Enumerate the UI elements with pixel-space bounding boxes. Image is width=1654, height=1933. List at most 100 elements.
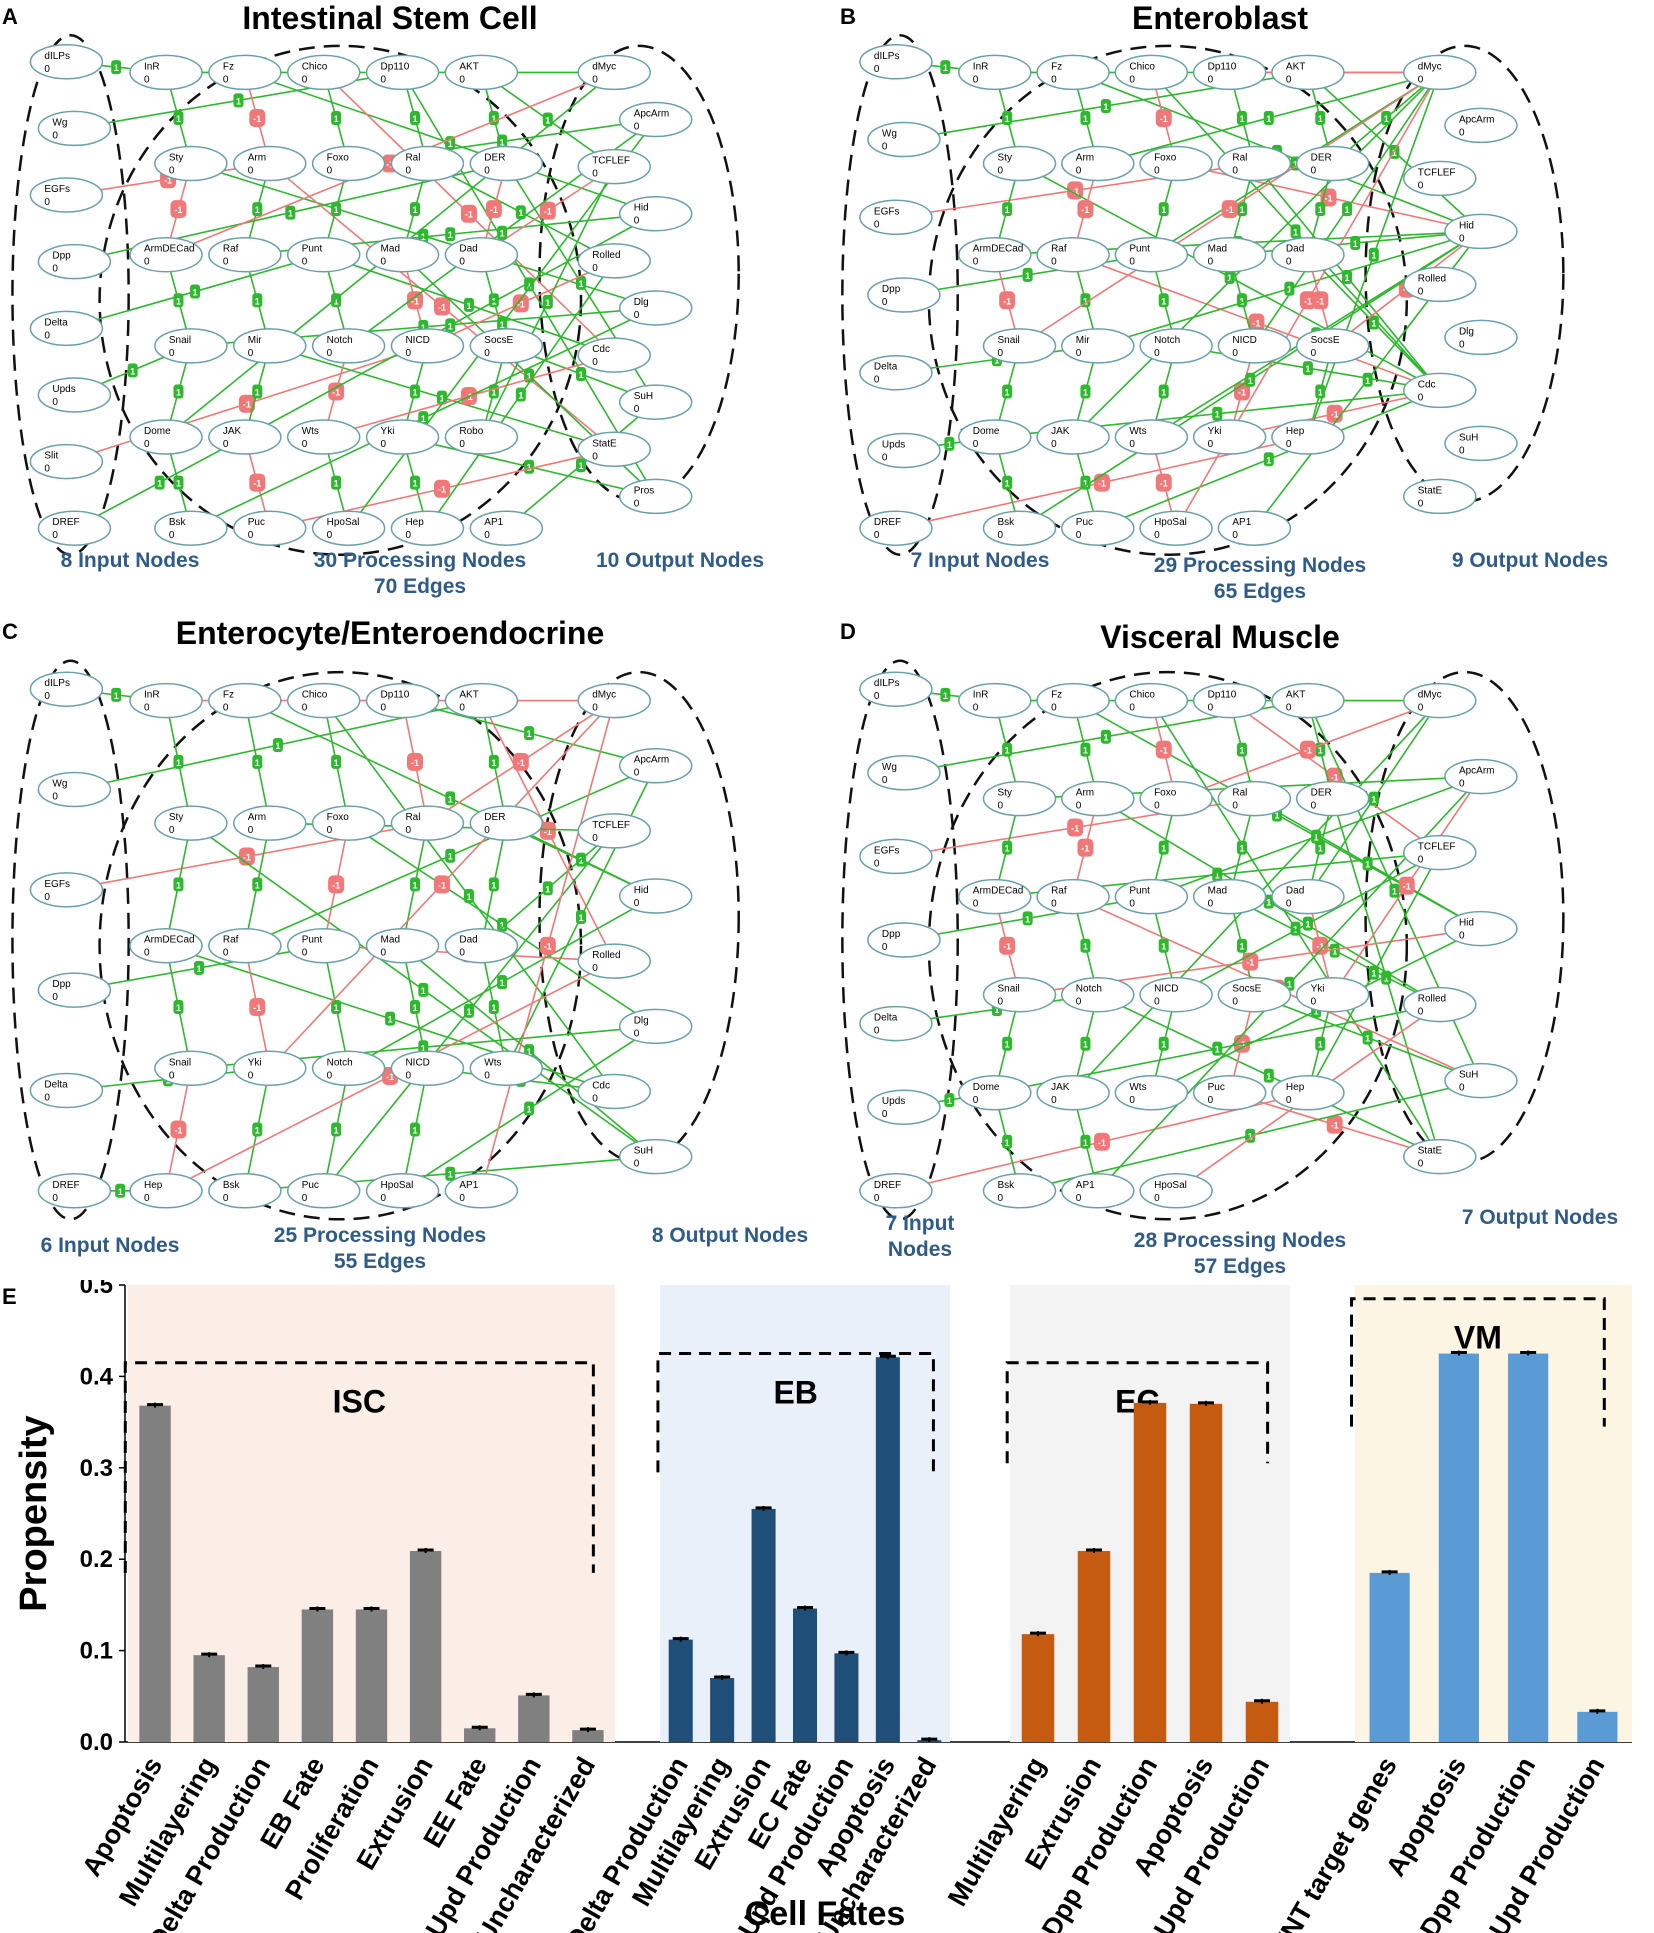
edges: 11-1111-11111-1-1111111-1-1111111-1-1111… bbox=[66, 60, 657, 529]
node-label: ArmDECad bbox=[973, 244, 1024, 255]
y-axis-label: Propensity bbox=[13, 1415, 55, 1611]
activation-weight-badge: 1 bbox=[173, 475, 184, 490]
node-label: Slit bbox=[44, 451, 58, 462]
node-label: Sty bbox=[998, 153, 1012, 164]
node-value: 0 bbox=[1051, 703, 1057, 714]
node-value: 0 bbox=[1311, 801, 1317, 812]
node-label: SuH bbox=[634, 1146, 653, 1157]
node-value: 0 bbox=[459, 439, 465, 450]
svg-text:-1: -1 bbox=[465, 210, 473, 220]
node-value: 0 bbox=[302, 703, 308, 714]
node-value: 0 bbox=[1459, 127, 1465, 138]
activation-weight-badge: 1 bbox=[445, 848, 456, 863]
y-axis: 0.00.10.20.30.40.5 bbox=[80, 1280, 126, 1756]
svg-text:1: 1 bbox=[193, 288, 198, 298]
node-label: Hep bbox=[1286, 426, 1305, 437]
y-tick-label: 0.5 bbox=[80, 1280, 113, 1299]
edges: 11-1111-111111-1-1111111-1-1111111-1-111… bbox=[895, 687, 1482, 1192]
node-value: 0 bbox=[1051, 257, 1057, 268]
processing-caption-b: 29 Processing Nodes bbox=[1153, 554, 1367, 577]
node-value: 0 bbox=[52, 992, 58, 1003]
node-value: 0 bbox=[44, 330, 50, 341]
svg-text:1: 1 bbox=[255, 387, 260, 397]
node-label: HpoSal bbox=[1154, 517, 1187, 528]
activation-weight-badge: 1 bbox=[1342, 269, 1353, 284]
activation-weight-badge: 1 bbox=[252, 384, 263, 399]
svg-text:1: 1 bbox=[1005, 1138, 1010, 1148]
svg-text:-1: -1 bbox=[411, 296, 419, 306]
node-label: StatE bbox=[1418, 485, 1443, 496]
svg-text:1: 1 bbox=[197, 964, 202, 974]
node-value: 0 bbox=[44, 464, 50, 475]
svg-text:1: 1 bbox=[491, 387, 496, 397]
node-label: Mad bbox=[1208, 244, 1227, 255]
activation-weight-badge: 1 bbox=[410, 999, 420, 1014]
node-value: 0 bbox=[405, 825, 411, 836]
node-label: Fz bbox=[1051, 690, 1062, 701]
svg-text:-1: -1 bbox=[243, 852, 251, 862]
svg-text:1: 1 bbox=[412, 114, 417, 124]
activation-weight-badge: 1 bbox=[1224, 269, 1235, 284]
node-label: Notch bbox=[1154, 335, 1180, 346]
node-value: 0 bbox=[327, 348, 333, 359]
output-caption-d: 7 Output Nodes bbox=[1461, 1206, 1619, 1229]
node-value: 0 bbox=[1076, 348, 1082, 359]
activation-weight-badge: 1 bbox=[1080, 1036, 1091, 1051]
input-region-boundary bbox=[841, 34, 959, 556]
svg-text:1: 1 bbox=[527, 729, 532, 739]
group-label: EB bbox=[773, 1375, 817, 1411]
activation-weight-badge: 1 bbox=[1002, 742, 1013, 757]
node-value: 0 bbox=[882, 142, 888, 153]
node-label: Rolled bbox=[592, 950, 620, 961]
svg-text:1: 1 bbox=[1239, 746, 1244, 756]
inhibition-weight-badge: -1 bbox=[1299, 291, 1316, 310]
node-value: 0 bbox=[484, 825, 490, 836]
node-label: Dlg bbox=[634, 297, 649, 308]
svg-text:1: 1 bbox=[288, 209, 293, 219]
svg-text:-1: -1 bbox=[1081, 844, 1089, 854]
activation-weight-badge: 1 bbox=[463, 297, 474, 312]
node-label: JAK bbox=[223, 426, 242, 437]
node-label: HpoSal bbox=[1154, 1180, 1187, 1191]
svg-text:1: 1 bbox=[491, 880, 496, 890]
activation-weight-badge: 1 bbox=[1022, 267, 1033, 282]
panel-label-a: A bbox=[2, 4, 18, 29]
svg-text:1: 1 bbox=[421, 986, 426, 996]
node-label: NICD bbox=[1154, 984, 1178, 995]
node-label: DER bbox=[1311, 788, 1332, 799]
node-value: 0 bbox=[1051, 1095, 1057, 1106]
node-label: Sty bbox=[998, 788, 1012, 799]
svg-text:-1: -1 bbox=[1003, 942, 1011, 952]
node-label: Dp110 bbox=[381, 690, 410, 701]
node-value: 0 bbox=[52, 397, 58, 408]
x-axis-label: Cell Fates bbox=[745, 1895, 906, 1933]
node-label: Delta bbox=[874, 362, 898, 373]
bar bbox=[875, 1357, 900, 1742]
svg-text:-1: -1 bbox=[1003, 296, 1011, 306]
node-label: Snail bbox=[169, 1057, 191, 1068]
svg-text:1: 1 bbox=[1266, 1072, 1271, 1082]
node-value: 0 bbox=[882, 1109, 888, 1120]
activation-weight-badge: 1 bbox=[410, 110, 420, 125]
svg-text:1: 1 bbox=[1239, 114, 1244, 124]
svg-text:1: 1 bbox=[1005, 205, 1010, 215]
node-value: 0 bbox=[1418, 286, 1424, 297]
group-label: ISC bbox=[333, 1384, 386, 1420]
node-label: Dad bbox=[459, 244, 477, 255]
node-value: 0 bbox=[144, 439, 150, 450]
